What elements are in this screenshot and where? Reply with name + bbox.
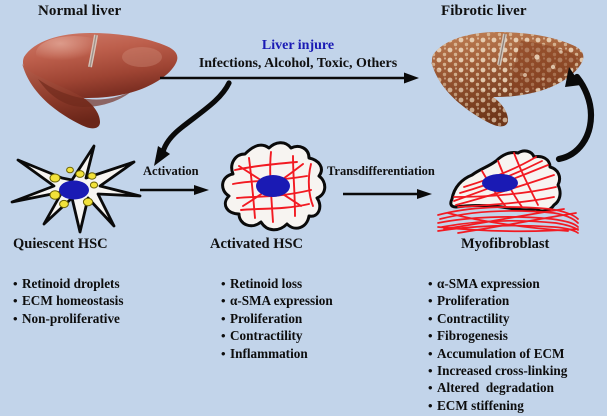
transdifferentiation-arrow	[343, 188, 435, 204]
transdifferentiation-label: Transdifferentiation	[327, 164, 435, 178]
list-item: Accumulation of ECM	[428, 345, 567, 362]
list-item: Proliferation	[221, 310, 333, 327]
list-item: Proliferation	[428, 292, 567, 309]
feature-list-activated: Retinoid loss α-SMA expression Prolifera…	[221, 275, 333, 362]
myofibroblast-to-liver-curved-arrow	[521, 63, 601, 178]
list-item: Non-proliferative	[13, 310, 123, 327]
fibrotic-liver-image	[425, 27, 590, 142]
stage-title-activated: Activated HSC	[210, 236, 304, 252]
list-item: ECM stiffening	[428, 397, 567, 414]
feature-list-myofibroblast: α-SMA expression Proliferation Contracti…	[428, 275, 567, 414]
list-item: Altered degradation	[428, 379, 567, 396]
list-item: Inflammation	[221, 345, 333, 362]
stage-title-myofibroblast: Myofibroblast	[461, 236, 550, 252]
list-item: α-SMA expression	[221, 292, 333, 309]
activated-hsc-cell	[215, 140, 330, 235]
injury-to-hsc-curved-arrow	[143, 78, 238, 170]
list-item: Contractility	[221, 327, 333, 344]
injury-arrow	[160, 72, 422, 90]
list-item: ECM homeostasis	[13, 292, 123, 309]
quiescent-hsc-cell	[8, 140, 143, 235]
normal-liver-image	[12, 27, 187, 142]
feature-list-quiescent: Retinoid droplets ECM homeostasis Non-pr…	[13, 275, 123, 327]
list-item: Contractility	[428, 310, 567, 327]
liver-injury-causes-label: Infections, Alcohol, Toxic, Others	[198, 56, 398, 71]
list-item: Fibrogenesis	[428, 327, 567, 344]
fibrotic-liver-title: Fibrotic liver	[441, 3, 527, 19]
list-item: Retinoid loss	[221, 275, 333, 292]
list-item: α-SMA expression	[428, 275, 567, 292]
stage-title-quiescent: Quiescent HSC	[13, 236, 108, 252]
activation-arrow	[140, 184, 212, 200]
list-item: Retinoid droplets	[13, 275, 123, 292]
myofibroblast-cell	[437, 143, 579, 235]
list-item: Increased cross-linking	[428, 362, 567, 379]
liver-injury-label: Liver injure	[261, 38, 335, 53]
activation-label: Activation	[143, 164, 199, 178]
normal-liver-title: Normal liver	[38, 3, 122, 19]
